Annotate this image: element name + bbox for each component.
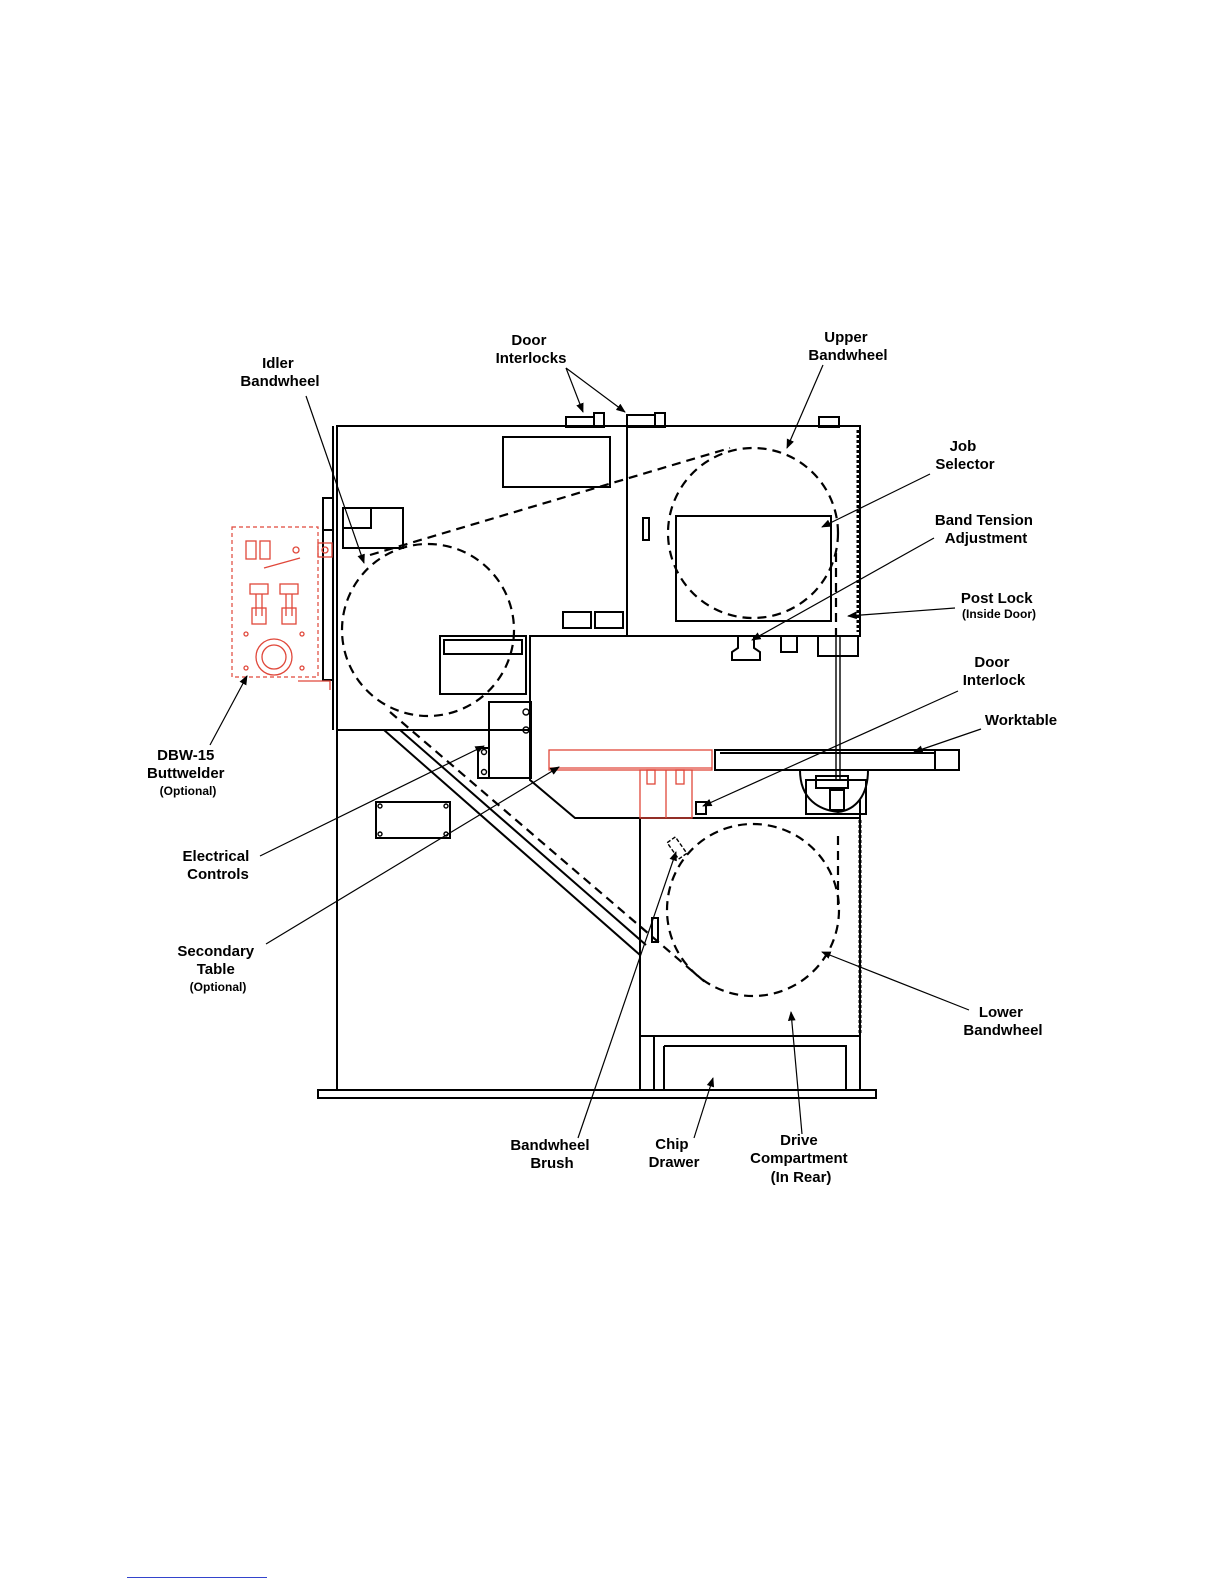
label-electrical-controls: Electrical Controls xyxy=(183,848,254,883)
optional-parts xyxy=(232,527,712,818)
label-upper-bandwheel: Upper Bandwheel xyxy=(808,329,887,364)
label-lower-bandwheel: Lower Bandwheel xyxy=(963,1004,1042,1039)
label-bandwheel-brush: Bandwheel Brush xyxy=(510,1137,593,1172)
label-chip-drawer: Chip Drawer xyxy=(649,1136,700,1171)
label-drive-compartment: Drive Compartment (In Rear) xyxy=(750,1132,852,1186)
footer-rule xyxy=(127,1577,267,1578)
machine-frame xyxy=(318,413,959,1098)
bandwheels xyxy=(342,448,839,996)
leader-lines xyxy=(210,365,981,1138)
label-door-interlocks: Door Interlocks xyxy=(496,332,567,367)
label-post-lock: Post Lock (Inside Door) xyxy=(961,590,1037,621)
label-secondary-table: Secondary Table (Optional) xyxy=(177,943,258,994)
label-band-tension-adjustment: Band Tension Adjustment xyxy=(935,512,1037,547)
label-dbw15-buttwelder: DBW-15 Buttwelder (Optional) xyxy=(147,747,229,798)
idler-bandwheel-circle xyxy=(342,544,514,716)
secondary-table-shape xyxy=(549,750,712,770)
label-door-interlock: Door Interlock xyxy=(963,654,1026,689)
upper-bandwheel-circle xyxy=(668,448,838,618)
buttwelder-panel xyxy=(232,527,318,677)
label-idler-bandwheel: Idler Bandwheel xyxy=(240,355,319,390)
label-job-selector: Job Selector xyxy=(935,438,994,473)
label-worktable: Worktable xyxy=(985,712,1057,729)
